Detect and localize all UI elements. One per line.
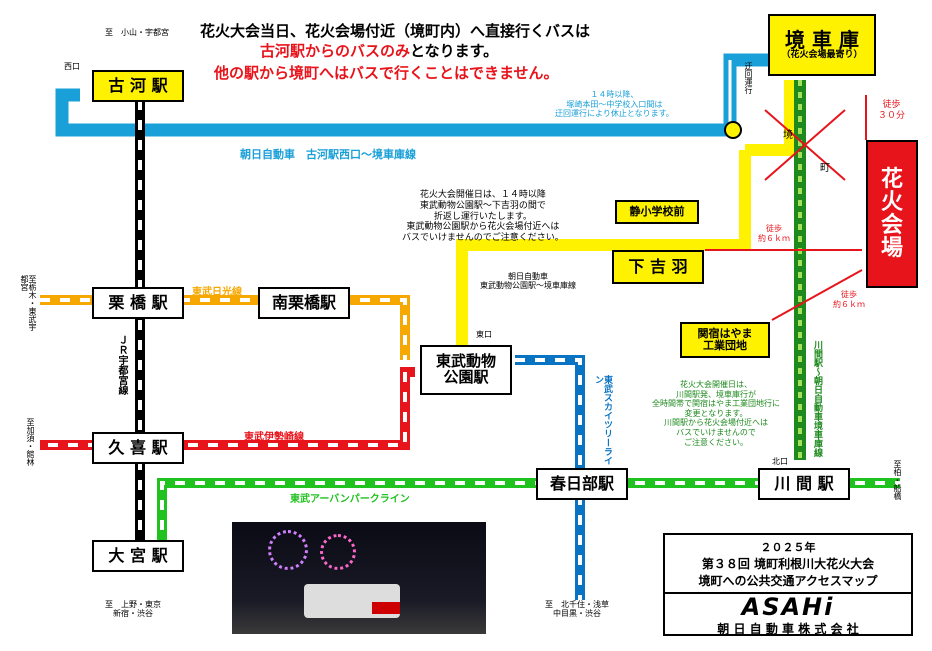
stop-sekiyado[interactable]: 関宿はやま 工業団地	[680, 322, 770, 358]
sakai-garage-title: 境 車 庫	[785, 27, 859, 52]
line-name-tobu-skytree: 東武スカイツリーライン	[593, 375, 612, 465]
bus-stripe	[372, 602, 400, 614]
header-line2-black: となります。	[410, 42, 499, 60]
line-name-tobu-urban: 東武アーバンパークライン	[290, 494, 410, 505]
note-walk-30: 徒歩 ３０分	[878, 100, 906, 121]
title-year: ２０２５年	[760, 541, 816, 554]
label-to-kashiwa: 至柏・船橋	[893, 460, 902, 500]
label-to-kitasenju: 至 北千住・浅草 中目黒・渋谷	[545, 600, 609, 619]
firework-burst-1	[268, 530, 308, 570]
title-box: ２０２５年 第３８回 境町利根川大花火大会 境町への公共交通アクセスマップ AS…	[663, 533, 913, 636]
note-walk-6a: 徒歩 約６ｋｍ	[758, 224, 790, 243]
station-koga[interactable]: 古 河 駅	[92, 70, 184, 102]
firework-burst-2	[320, 534, 356, 570]
label-machi-mark: 町	[820, 163, 830, 174]
tobu-isesaki-line	[40, 367, 415, 450]
label-sakai-mark: 境	[783, 130, 793, 141]
station-kawama[interactable]: 川 間 駅	[758, 468, 850, 500]
asahi-koga-line	[55, 53, 770, 137]
line-name-tobu-isesaki: 東武伊勢崎線	[244, 432, 304, 443]
line-name-asahi-kawama: 川間駅〜朝日自動車境車庫線	[812, 340, 822, 457]
title-subtitle: 境町への公共交通アクセスマップ	[665, 572, 911, 594]
header-line3: 他の駅から境町へはバスで行くことはできません。	[214, 64, 559, 82]
station-kuki[interactable]: 久 喜 駅	[92, 432, 184, 464]
note-tobu: 花火大会開催日は、１４時以降 東武動物公園駅〜下吉羽の間で 折返し運行いたします…	[402, 190, 564, 244]
label-to-ueno: 至 上野・東京 新宿・渋谷	[105, 600, 161, 619]
label-to-kazo: 至加須・館林	[26, 418, 35, 466]
header-line1: 花火大会当日、花火会場付近（境町内）へ直接行くバスは	[200, 22, 591, 40]
line-name-asahi-tobu: 朝日自動車 東武動物公園駅〜境車庫線	[480, 272, 576, 291]
closed-section	[764, 109, 846, 181]
line-name-asahi-koga: 朝日自動車 古河駅西口〜境車庫線	[240, 148, 416, 161]
walk-arrow-6b	[771, 269, 863, 321]
station-omiya[interactable]: 大 宮 駅	[92, 540, 184, 572]
note-walk-6b: 徒歩 約６ｋｍ	[833, 290, 865, 309]
header-line2: 古河駅からのバスのみとなります。	[260, 40, 498, 61]
label-detour: 迂回運行	[744, 62, 753, 94]
label-east-exit: 東口	[476, 330, 492, 339]
line-name-jr: ＪＲ宇都宮線	[116, 335, 127, 395]
label-west-exit: 西口	[64, 62, 80, 71]
asahi-tobu-line	[456, 150, 751, 345]
stop-shimo-yoshiba[interactable]: 下 吉 羽	[612, 250, 704, 284]
fireworks-photo	[232, 522, 486, 634]
label-to-tochigi: 至栃木・東武宇都宮	[20, 275, 37, 331]
asahi-logo: ASAHi	[741, 593, 835, 621]
station-kurihashi[interactable]: 栗 橋 駅	[92, 287, 184, 319]
sakai-garage-sub: （花火会場最寄り）	[781, 49, 863, 60]
note-kawama: 花火大会開催日は、 川間駅発、境車庫行が 全時間帯で関宿はやま工業団地行に 変更…	[652, 380, 780, 447]
detour-junction	[724, 121, 742, 139]
company-name: 朝 日 自 動 車 株 式 会 社	[717, 622, 859, 636]
note-detour: １４時以降、 塚崎本田〜中学校入口間は 迂回運行により休止となります。	[555, 90, 674, 119]
stop-fireworks[interactable]: 花 火 会 場	[866, 140, 918, 288]
title-event: 第３８回 境町利根川大花火大会	[701, 557, 875, 571]
station-kasukabe[interactable]: 春日部駅	[536, 468, 628, 500]
line-name-tobu-nikko: 東武日光線	[192, 287, 242, 298]
stop-sakai-garage[interactable]: 境 車 庫 （花火会場最寄り）	[768, 14, 876, 76]
label-north-exit: 北口	[772, 457, 788, 466]
label-to-oyama: 至 小山・宇都宮	[105, 28, 169, 37]
station-minami-kurihashi[interactable]: 南栗橋駅	[258, 287, 350, 319]
station-tobu-dobutsu[interactable]: 東武動物 公園駅	[420, 345, 512, 395]
stop-shizu-school[interactable]: 静小学校前	[615, 200, 699, 224]
header-line2-red: 古河駅からのバスのみ	[260, 42, 411, 60]
